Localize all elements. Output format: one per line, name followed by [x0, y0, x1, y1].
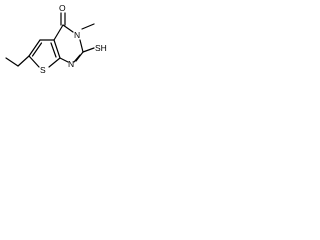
oxygen-atom-label: O — [59, 3, 66, 13]
pyrimidine-bond-n3-c2 — [79, 39, 84, 53]
pyrimidine-double-bond-c2-n1 — [73, 54, 81, 63]
thiophene-double-bond-c5-c4 — [31, 42, 43, 57]
pyrimidine-bond-c3a-c4 — [53, 24, 64, 41]
pyrimidine-bond-n1-c7a — [59, 57, 69, 63]
thiol-bond — [82, 47, 95, 53]
ethyl-bond-2 — [17, 55, 30, 67]
thiophene-bond-c7a-s — [48, 57, 61, 68]
thiol-atom-label: SH — [95, 43, 107, 53]
thiophene-bond-c3a-c7a — [53, 39, 61, 59]
ethyl-bond-1 — [5, 57, 19, 67]
molecule-structure-diagram: O N N S SH — [5, 3, 107, 75]
thiophene-bond-s-c5 — [28, 55, 40, 68]
n-methyl-bond — [81, 23, 95, 30]
methyl-nitrogen-atom-label: N — [74, 30, 80, 40]
molecule-structure-canvas: O N N S SH — [0, 0, 124, 86]
thiophene-double-bond-c3a-c7a — [50, 42, 57, 58]
thiophene-bond-c5-c4 — [28, 39, 41, 57]
ring-nitrogen-atom-label: N — [68, 59, 74, 69]
sulfur-ring-atom-label: S — [40, 65, 46, 75]
pyrimidine-bond-c4-n3 — [62, 24, 74, 33]
